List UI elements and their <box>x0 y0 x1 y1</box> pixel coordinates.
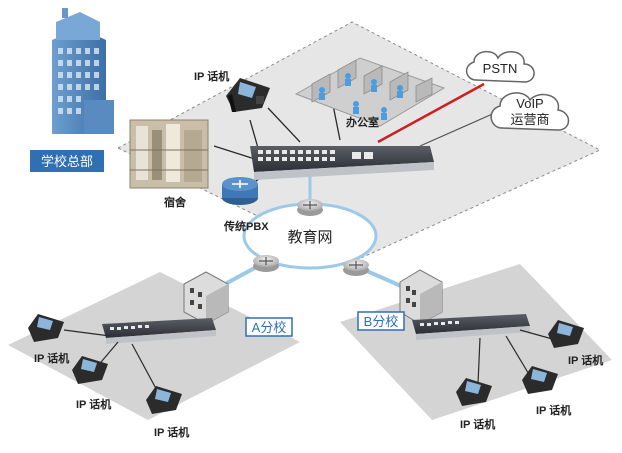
ip-phone-icon <box>146 386 182 414</box>
pstn-link <box>377 82 485 144</box>
branch-b-phone3-label: IP 话机 <box>460 417 495 431</box>
branch-a-phone3-label: IP 话机 <box>154 425 189 439</box>
cloud-icon <box>465 50 535 83</box>
cloud-icon <box>490 92 570 131</box>
office-label: 办公室 <box>346 115 379 129</box>
hq-label: 学校总部 <box>41 154 93 169</box>
branch-a-label-box <box>245 317 293 337</box>
ip-phone-icon <box>28 314 64 342</box>
router-icon <box>297 199 323 216</box>
ip-phone-icon <box>456 378 492 406</box>
voip-label-line2: 运营商 <box>510 112 549 127</box>
branch-b-phone1-label: IP 话机 <box>568 353 603 367</box>
router-icon <box>222 177 258 205</box>
branch-a-label: A分校 <box>252 320 287 335</box>
edu-net-label: 教育网 <box>287 229 332 246</box>
branch-a-phone2-label: IP 话机 <box>76 397 111 411</box>
pbx-label: 传统PBX <box>223 219 269 233</box>
office-cubicles-icon <box>294 57 446 127</box>
dorm-photo-icon <box>129 119 209 189</box>
branch-b-phone2-label: IP 话机 <box>536 403 571 417</box>
ip-phone-icon <box>72 356 108 384</box>
pstn-label: PSTN <box>483 61 518 76</box>
voip-label-line1: VoIP <box>516 96 543 111</box>
ip-phone-icon <box>522 366 558 394</box>
hq-phone-label: IP 话机 <box>194 69 229 83</box>
ip-phone-icon <box>548 320 584 348</box>
router-icon <box>343 259 369 276</box>
switch-icon <box>102 318 216 344</box>
branch-b-label: B分校 <box>364 314 399 329</box>
ip-phone-icon <box>226 78 270 112</box>
branch-b-label-box <box>357 311 405 331</box>
dorm-label: 宿舍 <box>164 195 187 209</box>
branch-a-phone1-label: IP 话机 <box>34 351 69 365</box>
building-icon <box>399 269 443 325</box>
building-icon <box>183 271 229 325</box>
router-icon <box>253 255 279 272</box>
hq-label-box <box>30 150 104 172</box>
building-icon <box>52 8 114 134</box>
switch-icon <box>250 146 434 180</box>
switch-icon <box>412 314 530 340</box>
